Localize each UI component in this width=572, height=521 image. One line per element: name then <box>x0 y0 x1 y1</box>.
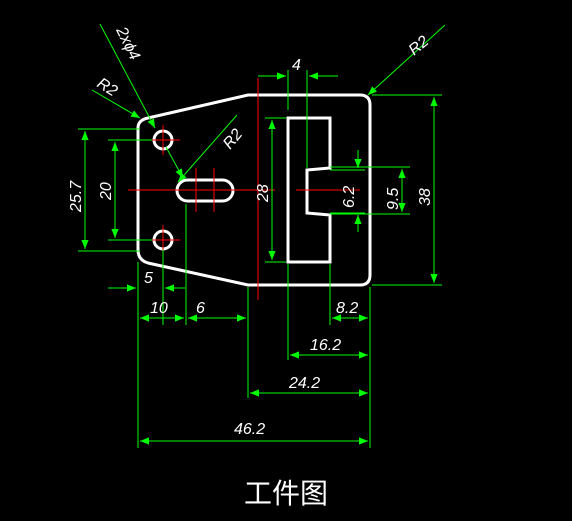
dimension-lines <box>78 23 446 448</box>
label-dim-20: 20 <box>98 182 115 201</box>
label-dim-9-5: 9.5 <box>385 188 402 210</box>
dimension-texts: 2xϕ4 R2 R2 R2 4 28 6.2 9.5 38 25.7 20 5 … <box>68 23 434 438</box>
label-holes: 2xϕ4 <box>112 23 143 63</box>
label-dim-16-2: 16.2 <box>310 337 341 354</box>
label-dim-10: 10 <box>150 300 168 317</box>
label-dim-8-2: 8.2 <box>336 300 358 317</box>
label-r-top-right: R2 <box>406 33 433 59</box>
centerlines <box>128 78 360 300</box>
label-dim-6-2: 6.2 <box>341 186 358 208</box>
label-r-top-left: R2 <box>94 75 120 100</box>
label-dim-4: 4 <box>292 57 301 74</box>
drawing-caption: 工件图 <box>243 477 328 510</box>
label-dim-46-2: 46.2 <box>234 421 265 438</box>
label-dim-6: 6 <box>196 300 205 317</box>
label-dim-24-2: 24.2 <box>288 375 320 392</box>
window-cutout <box>286 116 332 264</box>
label-dim-38: 38 <box>417 188 434 206</box>
label-dim-5: 5 <box>144 270 153 287</box>
outer-profile <box>136 93 372 287</box>
label-dim-28: 28 <box>255 184 272 203</box>
label-dim-25-7: 25.7 <box>68 180 85 213</box>
